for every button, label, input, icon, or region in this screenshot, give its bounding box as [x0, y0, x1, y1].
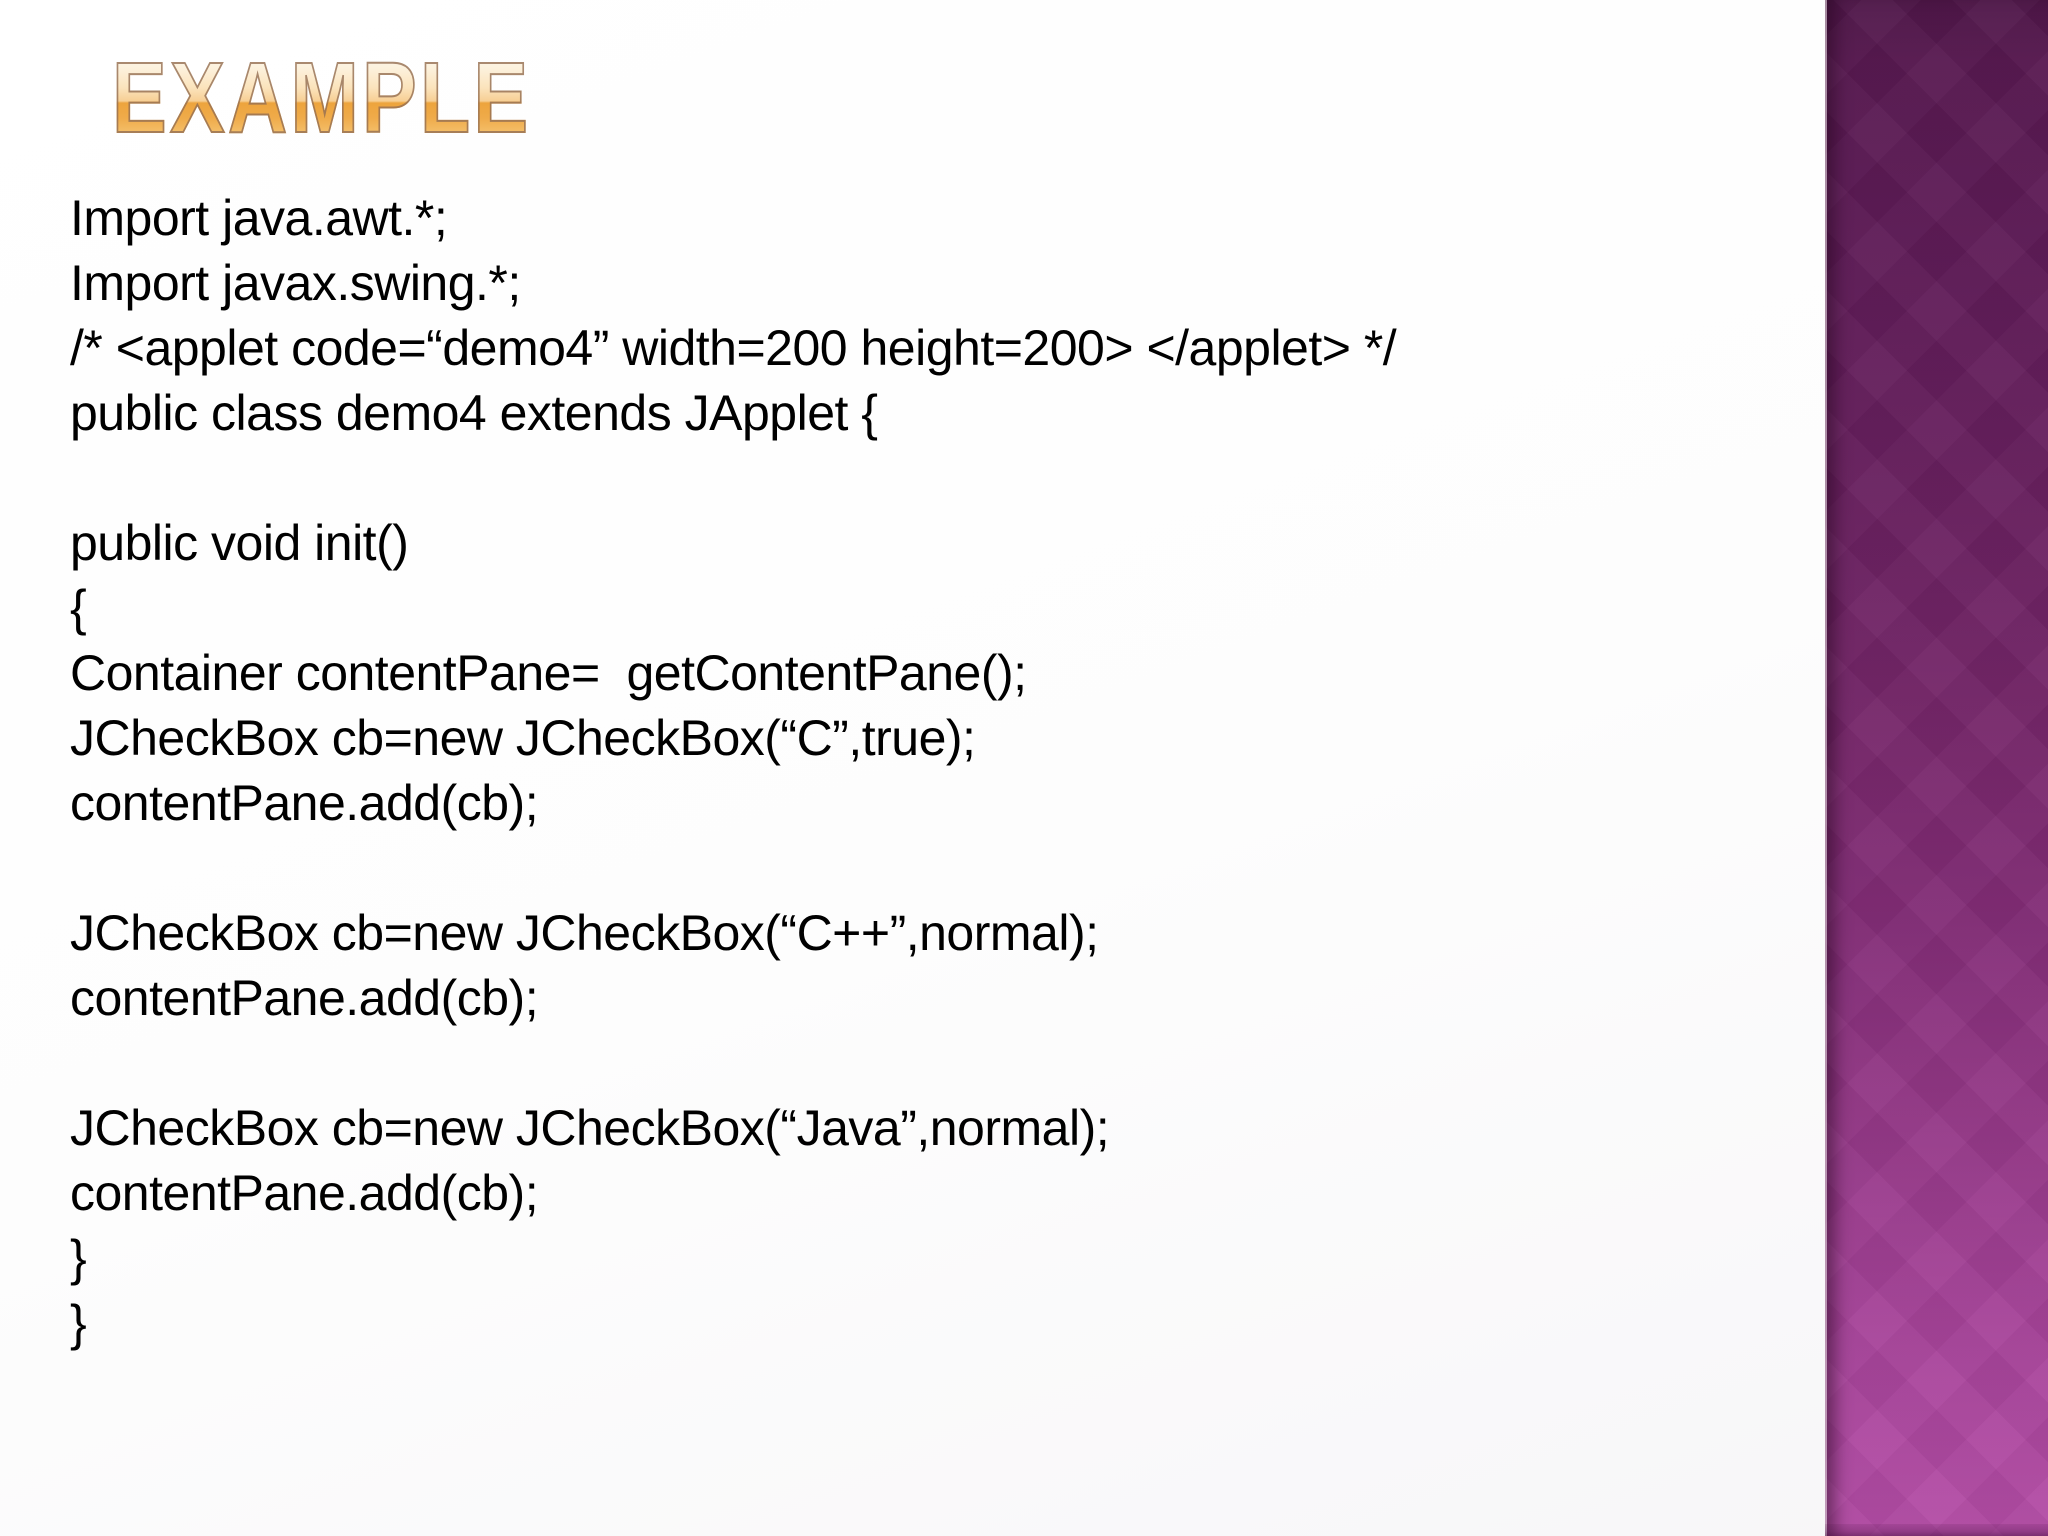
- code-line: contentPane.add(cb);: [70, 775, 539, 831]
- band-bottom-strip: [1825, 1524, 2048, 1536]
- code-line: Import java.awt.*;: [70, 190, 448, 246]
- code-line: [70, 836, 1670, 901]
- code-block: Import java.awt.*; Import javax.swing.*; /…: [70, 186, 1670, 1356]
- code-line: [70, 1031, 1670, 1096]
- code-line: contentPane.add(cb);: [70, 970, 539, 1026]
- code-line: public void init(): [70, 515, 409, 571]
- code-line: {: [70, 580, 87, 636]
- code-line: }: [70, 1230, 87, 1286]
- band-left-highlight: [1825, 0, 1827, 1536]
- decorative-side-band: [1825, 0, 2048, 1536]
- code-line: public class demo4 extends JApplet {: [70, 385, 878, 441]
- code-line: JCheckBox cb=new JCheckBox(“Java”,normal…: [70, 1100, 1110, 1156]
- code-line: /* <applet code=“demo4” width=200 height…: [70, 320, 1397, 376]
- code-line: contentPane.add(cb);: [70, 1165, 539, 1221]
- code-line: [70, 446, 1670, 511]
- code-line: Container contentPane= getContentPane();: [70, 645, 1027, 701]
- code-line: JCheckBox cb=new JCheckBox(“C++”,normal)…: [70, 905, 1099, 961]
- code-line: Import javax.swing.*;: [70, 255, 521, 311]
- slide-title: EXAMPLE: [111, 42, 532, 154]
- code-line: }: [70, 1295, 87, 1351]
- code-line: JCheckBox cb=new JCheckBox(“C”,true);: [70, 710, 976, 766]
